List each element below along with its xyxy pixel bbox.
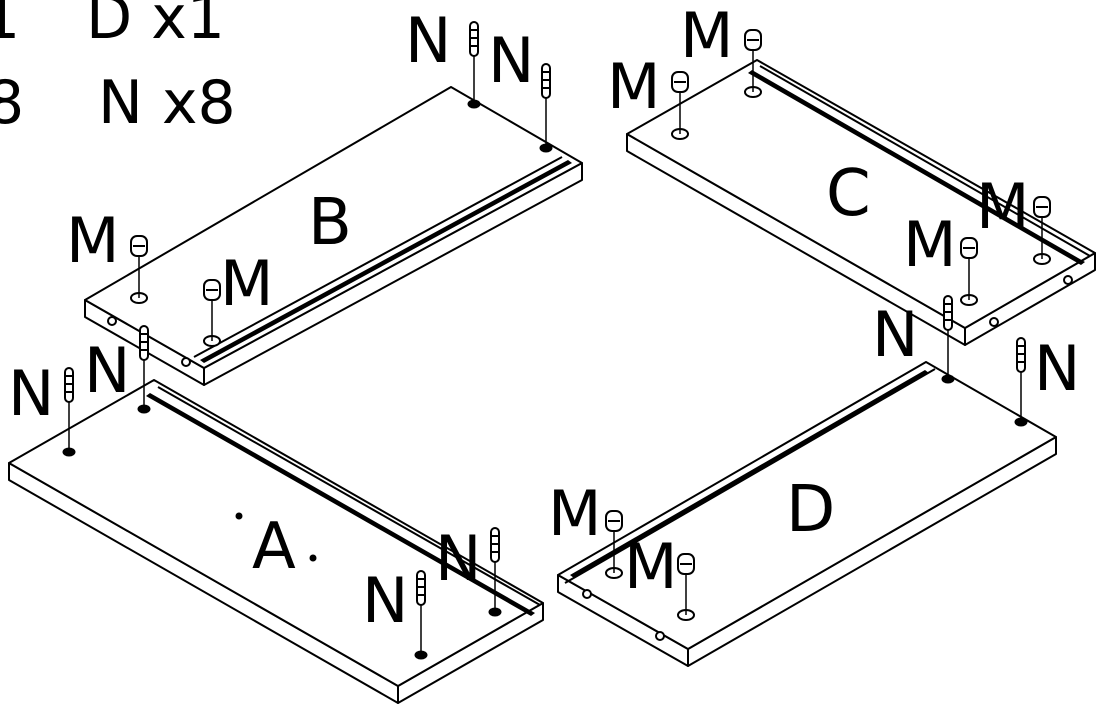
cam-lock-label: M xyxy=(680,0,734,72)
cam-lock-label: M xyxy=(607,50,661,123)
parts-list-row2-left: 8 xyxy=(0,68,24,138)
dowel-label: N xyxy=(405,4,451,77)
cam-lock-label: M xyxy=(220,247,274,320)
dowel-icon xyxy=(943,295,953,379)
dowel-label: N xyxy=(8,357,54,430)
cam-lock-label: M xyxy=(903,208,957,281)
cam-lock-label: M xyxy=(976,170,1030,243)
cam-lock-label: M xyxy=(66,204,120,277)
cam-lock-icon xyxy=(130,235,148,298)
part-label-b: B xyxy=(308,186,352,260)
part-label-d: D xyxy=(786,473,835,547)
dowel-icon xyxy=(469,21,479,104)
parts-list-row1-right: D x1 xyxy=(86,0,225,53)
hardware-labels: N N N N N N N N M M M M M M M M xyxy=(8,0,1080,637)
dowel-icon xyxy=(541,63,551,148)
cam-lock-label: M xyxy=(548,477,602,550)
cam-lock-icon xyxy=(960,237,978,300)
panel-d: D xyxy=(557,361,1057,667)
cam-lock-icon xyxy=(605,510,623,573)
dowel-icon xyxy=(1016,337,1026,422)
dowel-label: N xyxy=(362,564,408,637)
cam-lock-icon xyxy=(203,279,221,341)
dowel-label: N xyxy=(435,522,481,595)
dowel-label: N xyxy=(488,24,534,97)
part-label-a: A xyxy=(252,510,296,584)
dowel-icon xyxy=(490,527,500,612)
part-label-c: C xyxy=(826,157,871,231)
cam-locks xyxy=(130,29,1051,615)
cam-lock-icon xyxy=(677,553,695,615)
cam-lock-icon xyxy=(744,29,762,92)
dowel-label: N xyxy=(84,334,130,407)
dowel-icon xyxy=(139,325,149,409)
cam-lock-label: M xyxy=(624,530,678,603)
cam-lock-icon xyxy=(671,71,689,134)
dowel-pins xyxy=(64,21,1026,655)
parts-list-row1-left: 1 xyxy=(0,0,20,53)
dowel-icon xyxy=(416,570,426,655)
cam-lock-icon xyxy=(1033,196,1051,259)
dowel-label: N xyxy=(1034,332,1080,405)
dowel-icon xyxy=(64,367,74,452)
panel-c: C xyxy=(626,59,1096,346)
parts-list-row2-right: N x8 xyxy=(98,68,236,138)
dowel-label: N xyxy=(872,298,918,371)
panel-a: A xyxy=(8,379,544,704)
parts-list: 1 D x1 8 N x8 xyxy=(0,0,236,138)
